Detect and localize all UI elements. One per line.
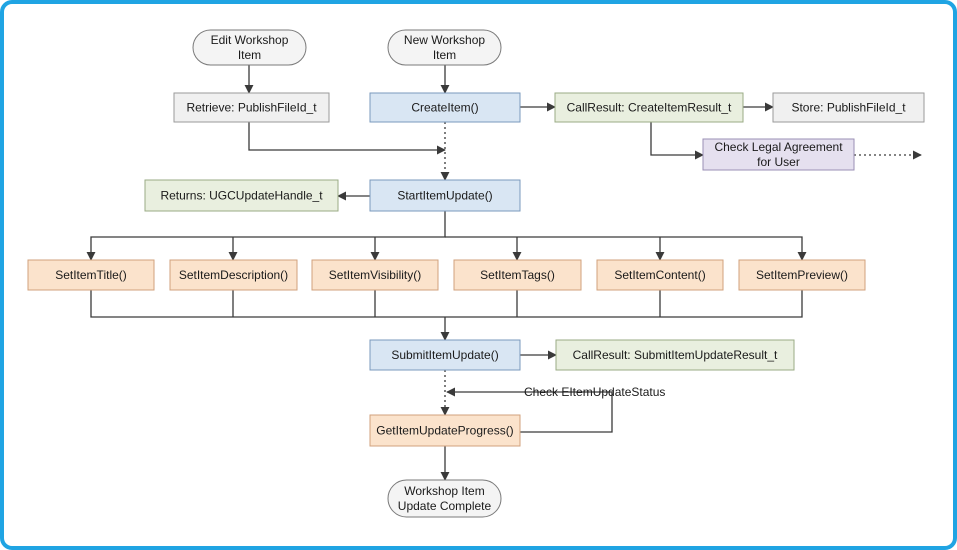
- node-shape: [453, 259, 582, 291]
- node-shape: [144, 179, 339, 212]
- node-label: Item: [433, 48, 456, 62]
- connector-arrow: [445, 236, 807, 261]
- node-label: SetItemContent(): [614, 268, 705, 282]
- node-label: Store: PublishFileId_t: [791, 101, 906, 115]
- node-label: SetItemPreview(): [756, 268, 848, 282]
- node-shape: [772, 92, 925, 123]
- node-get-item-update-progress: GetItemUpdateProgress(): [369, 414, 521, 447]
- check-eitemupdatestatus-label: Check EItemUpdateStatus: [524, 385, 665, 399]
- node-label: New Workshop: [404, 33, 485, 47]
- node-label: Item: [238, 48, 261, 62]
- node-store-publishfileid: Store: PublishFileId_t: [772, 92, 925, 123]
- node-set-item-tags: SetItemTags(): [453, 259, 582, 291]
- node-shape: [702, 138, 855, 171]
- node-shape: [369, 179, 521, 212]
- node-workshop-item-update-complete: Workshop ItemUpdate Complete: [387, 479, 502, 518]
- node-label: Check Legal Agreement: [714, 140, 843, 154]
- connector-lines: [86, 65, 922, 481]
- node-label: CallResult: SubmitItemUpdateResult_t: [573, 348, 778, 362]
- node-shape: [369, 339, 521, 371]
- node-retrieve-publishfileid: Retrieve: PublishFileId_t: [173, 92, 330, 123]
- node-callresult-createitem: CallResult: CreateItemResult_t: [554, 92, 744, 123]
- node-label: CreateItem(): [411, 101, 478, 115]
- node-callresult-submititemupdate: CallResult: SubmitItemUpdateResult_t: [555, 339, 795, 371]
- node-label: SetItemDescription(): [179, 268, 288, 282]
- node-label: SubmitItemUpdate(): [391, 348, 498, 362]
- node-create-item: CreateItem(): [369, 92, 521, 123]
- connector-arrow: [248, 122, 446, 155]
- node-shape: [738, 259, 866, 291]
- node-set-item-preview: SetItemPreview(): [738, 259, 866, 291]
- node-set-item-description: SetItemDescription(): [169, 259, 298, 291]
- node-shape: [596, 259, 724, 291]
- node-set-item-title: SetItemTitle(): [27, 259, 155, 291]
- node-label: SetItemVisibility(): [329, 268, 421, 282]
- node-label: Returns: UGCUpdateHandle_t: [160, 189, 323, 203]
- node-start-item-update: StartItemUpdate(): [369, 179, 521, 212]
- node-returns-ugcupdatehandle: Returns: UGCUpdateHandle_t: [144, 179, 339, 212]
- node-shape: [27, 259, 155, 291]
- node-label: CallResult: CreateItemResult_t: [567, 101, 732, 115]
- node-label: for User: [757, 155, 800, 169]
- connector-arrow: [650, 122, 704, 160]
- node-shape: [173, 92, 330, 123]
- connector-arrow: [86, 211, 446, 261]
- node-set-item-visibility: SetItemVisibility(): [311, 259, 439, 291]
- node-label: SetItemTags(): [480, 268, 555, 282]
- node-shape: [369, 414, 521, 447]
- node-shape: [387, 29, 502, 66]
- node-shape: [169, 259, 298, 291]
- flowchart-notes: Check EItemUpdateStatus: [524, 385, 665, 399]
- node-label: Retrieve: PublishFileId_t: [186, 101, 317, 115]
- node-set-item-content: SetItemContent(): [596, 259, 724, 291]
- node-label: GetItemUpdateProgress(): [376, 424, 513, 438]
- node-submit-item-update: SubmitItemUpdate(): [369, 339, 521, 371]
- node-shape: [192, 29, 307, 66]
- node-label: Workshop Item: [404, 484, 484, 498]
- node-label: StartItemUpdate(): [397, 189, 492, 203]
- node-label: SetItemTitle(): [55, 268, 127, 282]
- node-shape: [555, 339, 795, 371]
- connector-arrow: [90, 290, 803, 318]
- node-shape: [311, 259, 439, 291]
- node-shape: [554, 92, 744, 123]
- connector-arrow: [446, 387, 613, 433]
- node-label: Edit Workshop: [211, 33, 289, 47]
- node-shape: [369, 92, 521, 123]
- node-shape: [387, 479, 502, 518]
- node-label: Update Complete: [398, 499, 492, 513]
